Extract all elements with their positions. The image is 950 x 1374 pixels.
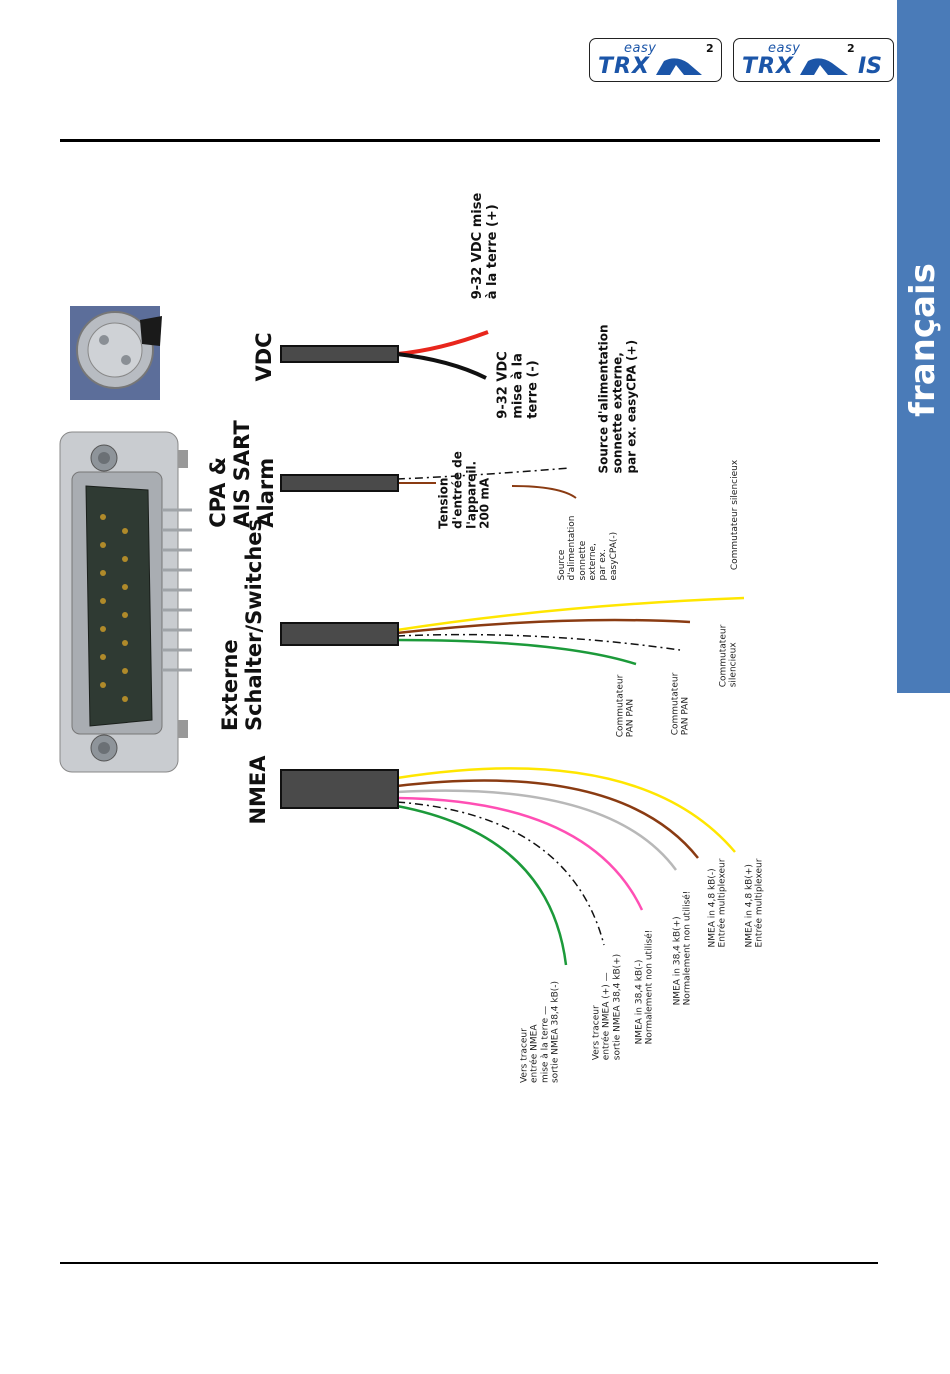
vdc-plus-label: 9-32 VDC mise à la terre (+) [470, 192, 500, 300]
logo-ship-icon [800, 58, 848, 75]
logo-trx-text: TRX [598, 54, 650, 79]
switches-cable [280, 622, 399, 646]
alarm-cable [280, 474, 399, 492]
logo-easy-text: easy [624, 41, 657, 56]
vdc-minus-label: 9-32 VDC mise à la terre (-) [495, 351, 541, 419]
power-connector [70, 306, 162, 400]
nmea-cable [280, 769, 399, 809]
easytrx2-logo: easy 2 TRX [589, 38, 722, 82]
nmea-label-48-plus: NMEA in 4,8 kB(+) Entrée multiplexeur [744, 858, 765, 948]
switch-pan-label-2: Commutateur PAN PAN [670, 672, 691, 736]
switch-pan-label-1: Commutateur PAN PAN [615, 674, 636, 738]
logo-ship-icon [656, 58, 702, 75]
logo-sup-text: 2 [706, 42, 714, 55]
logo-easy-text: easy [768, 41, 801, 56]
logo-trx-text: TRX [742, 54, 794, 79]
switches-title: Externe Schalter/Switches [217, 518, 266, 732]
switch-silent-mid-label: Commutateur silencieux [718, 624, 739, 688]
logo-sup-text: 2 [847, 42, 855, 55]
db15-connector [59, 431, 192, 773]
nmea-label-384-minus: NMEA in 38,4 kB(-) Normalement non utili… [634, 929, 655, 1045]
logo-is-text: IS [858, 54, 883, 79]
nmea-label-ground: Vers traceur entrée NMEA mise à la terre… [519, 980, 561, 1084]
footer-rule [60, 1262, 878, 1264]
alarm-ext-source-label: Source d'alimentation sonnette externe, … [596, 324, 638, 474]
header-rule [60, 139, 880, 142]
nmea-label-plotter-plus: Vers traceur entrée NMEA (+) — sortie NM… [591, 953, 623, 1061]
nmea-title: NMEA [245, 755, 270, 825]
easytrx2is-logo: easy 2 TRX IS [733, 38, 894, 82]
alarm-ext-source-small: Source d'alimentation sonnette externe, … [556, 515, 619, 581]
nmea-label-48-minus: NMEA in 4,8 kB(-) Entrée multiplexeur [707, 858, 728, 948]
alarm-title: CPA & AIS SART Alarm [205, 420, 279, 528]
alarm-device-label: Tension d'entrée de l'appareil. 200 mA [436, 451, 492, 529]
language-tab[interactable] [897, 0, 950, 693]
nmea-label-384-plus: NMEA in 38,4 kB(+) Normalement non utili… [672, 890, 693, 1006]
vdc-title: VDC [251, 332, 276, 382]
vdc-cable [280, 345, 399, 363]
switch-silent-top-label: Commutateur silencieux [729, 459, 740, 571]
